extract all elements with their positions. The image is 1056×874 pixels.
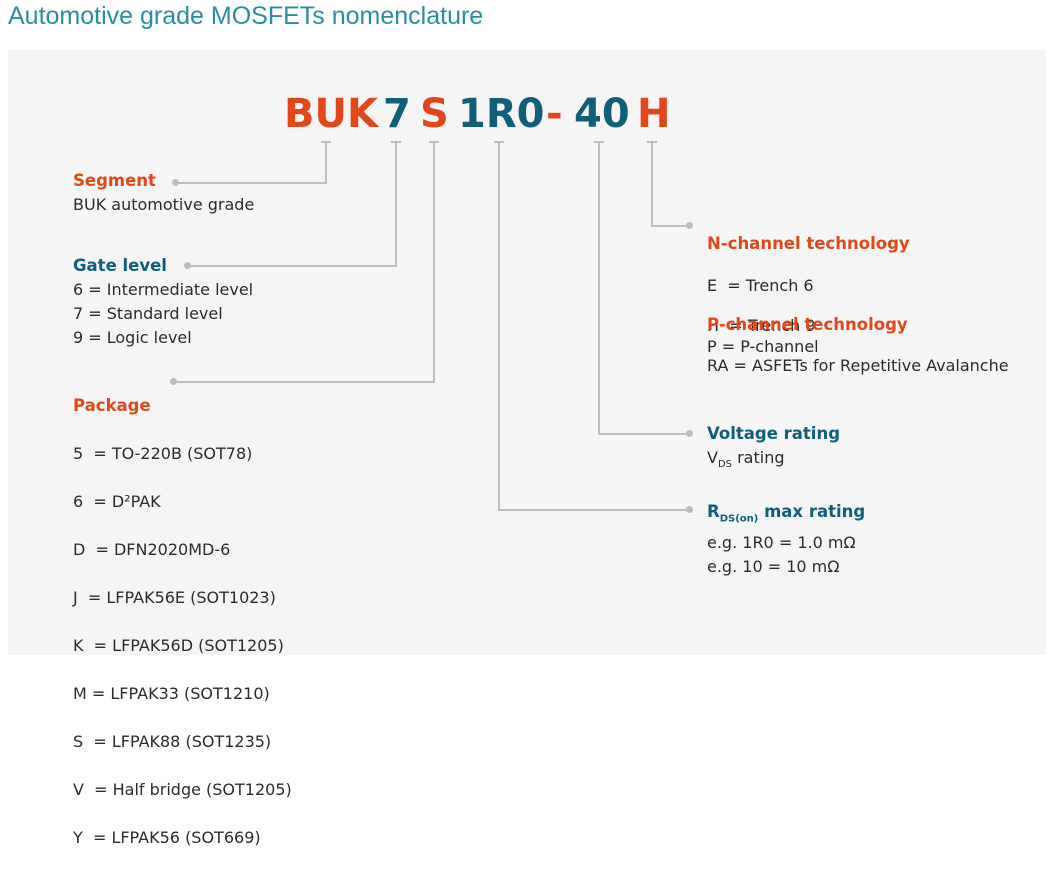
gate-line: 7 = Standard level <box>73 304 223 323</box>
pchannel-heading: P-channel technology <box>707 315 908 334</box>
rds-block: RDS(on) max rating e.g. 1R0 = 1.0 mΩ e.g… <box>707 500 865 579</box>
code-package: S <box>420 91 449 137</box>
package-line: Y = LFPAK56 (SOT669) <box>73 828 261 847</box>
rds-subscript: DS(on) <box>719 513 759 525</box>
rds-heading: RDS(on) max rating <box>707 500 865 531</box>
package-line: K = LFPAK56D (SOT1205) <box>73 636 284 655</box>
rds-symbol: R <box>707 502 720 521</box>
gate-line: 6 = Intermediate level <box>73 280 254 299</box>
page-title: Automotive grade MOSFETs nomenclature <box>8 2 484 30</box>
rds-heading-text: max rating <box>758 502 866 521</box>
voltage-text: rating <box>732 448 785 467</box>
nchannel-block: N-channel technology E = Trench 6 H = Tr… <box>707 212 1009 396</box>
code-rds: 1R0 <box>458 91 545 137</box>
gate-heading: Gate level <box>73 256 167 275</box>
nchannel-heading: N-channel technology <box>707 234 910 253</box>
segment-line: BUK automotive grade <box>73 195 255 214</box>
diagram-panel <box>8 50 1046 655</box>
package-line: V = Half bridge (SOT1205) <box>73 780 292 799</box>
gate-line: 9 = Logic level <box>73 328 192 347</box>
code-tech: H <box>637 91 671 137</box>
package-line: J = LFPAK56E (SOT1023) <box>73 588 276 607</box>
nchannel-line: E = Trench 6 <box>707 276 814 295</box>
nchannel-line: H = Trench 9 <box>707 316 816 335</box>
gate-block: Gate level 6 = Intermediate level 7 = St… <box>73 254 253 350</box>
package-heading: Package <box>73 396 151 415</box>
voltage-block: Voltage rating VDS rating <box>707 422 840 477</box>
package-line: D = DFN2020MD-6 <box>73 540 231 559</box>
segment-heading: Segment <box>73 171 156 190</box>
code-dash: - <box>546 91 563 137</box>
code-gate: 7 <box>383 91 411 137</box>
voltage-symbol: V <box>707 448 718 467</box>
package-line: 5 = TO-220B (SOT78) <box>73 444 253 463</box>
voltage-heading: Voltage rating <box>707 424 840 443</box>
pchannel-line: P = P-channel <box>707 337 819 356</box>
package-line: S = LFPAK88 (SOT1235) <box>73 732 272 751</box>
package-block: Package 5 = TO-220B (SOT78) 6 = D²PAK D … <box>73 370 292 874</box>
rds-line: e.g. 1R0 = 1.0 mΩ <box>707 533 856 553</box>
package-line: 6 = D²PAK <box>73 492 161 511</box>
pchannel-block: P-channel technology P = P-channel <box>707 313 908 357</box>
code-voltage: 40 <box>574 91 630 137</box>
voltage-subscript: DS <box>717 459 733 471</box>
voltage-line: VDS rating <box>707 446 840 477</box>
code-segment: BUK <box>284 91 378 137</box>
segment-block: Segment BUK automotive grade <box>73 169 254 217</box>
package-line: M = LFPAK33 (SOT1210) <box>73 684 270 703</box>
rds-line: e.g. 10 = 10 mΩ <box>707 557 840 577</box>
nchannel-line: RA = ASFETs for Repetitive Avalanche <box>707 356 1009 375</box>
